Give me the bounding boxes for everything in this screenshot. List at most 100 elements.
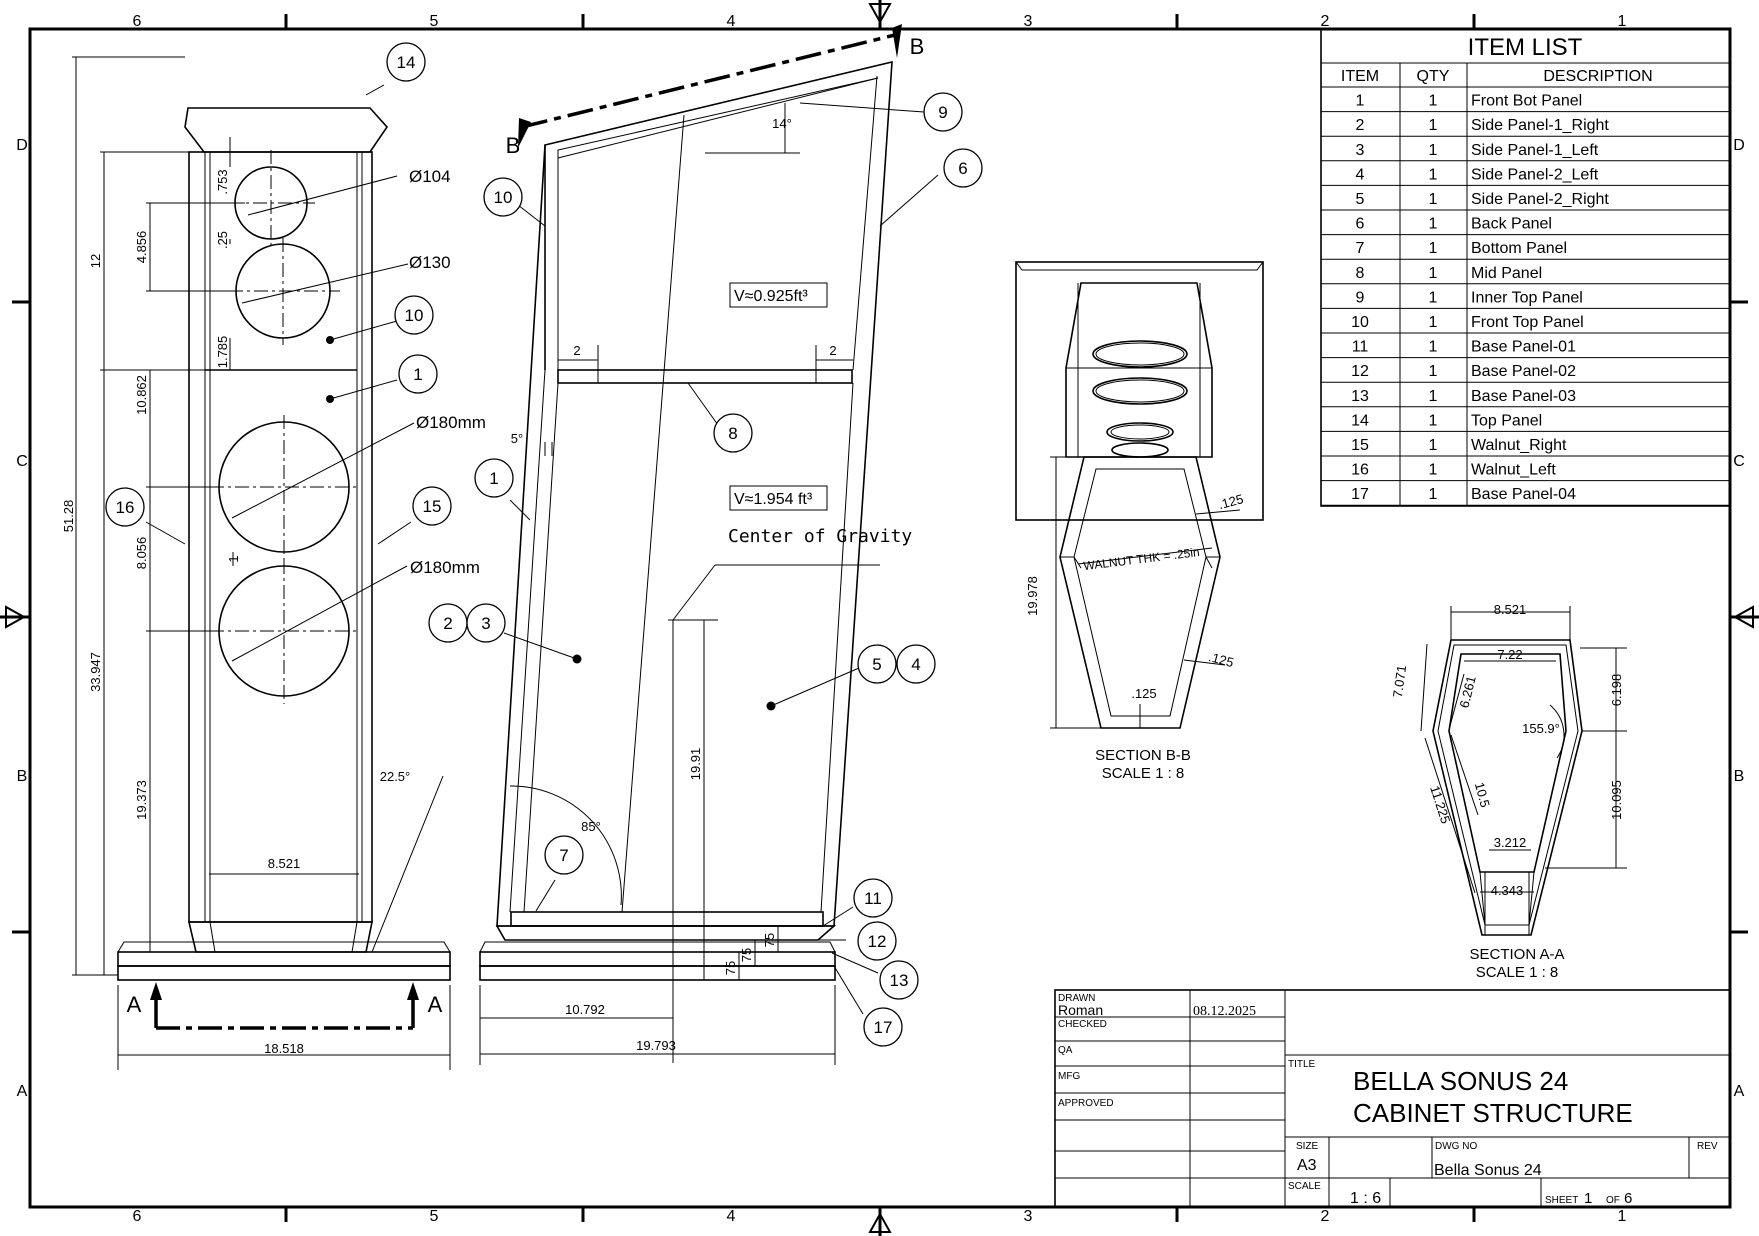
dim-overall-height: 51.28 (61, 500, 76, 533)
item-number: 14 (1351, 412, 1369, 429)
dim-diameter: Ø180mm (410, 558, 480, 577)
zone-col-label: 4 (727, 1208, 736, 1225)
item-qty: 1 (1429, 265, 1438, 282)
center-of-gravity-label: Center of Gravity (728, 526, 912, 547)
tb-label: MFG (1058, 1071, 1080, 1082)
item-qty: 1 (1429, 117, 1438, 134)
volume-upper: V≈0.925ft³ (734, 288, 808, 305)
tb-label: SCALE (1288, 1181, 1321, 1192)
item-description: Base Panel-03 (1471, 388, 1576, 405)
dim-woofer-gap: 1 (226, 555, 241, 562)
balloon: 14 (397, 53, 416, 72)
balloon: 10 (405, 306, 424, 325)
sheet-size: A3 (1297, 1157, 1317, 1174)
item-qty: 1 (1429, 363, 1438, 380)
bottom-panel (510, 911, 824, 927)
zone-col-label: 1 (1618, 13, 1627, 30)
top-panel-cap (184, 107, 389, 153)
balloon: 1 (413, 365, 422, 384)
item-description: Base Panel-02 (1471, 363, 1576, 380)
item-description: Walnut_Right (1471, 437, 1567, 454)
section-line-bb: B B (506, 24, 925, 158)
dim-tweeter-top: .753 (215, 169, 230, 194)
dim-cog-height: 19.91 (688, 748, 703, 781)
dim-inset: 2 (829, 343, 836, 358)
zone-col-label: 6 (133, 1208, 142, 1225)
item-qty: 1 (1429, 437, 1438, 454)
front-view: Ø104 Ø130 Ø180mm Ø180mm 51.28 12 4.856 1… (61, 56, 486, 1070)
item-number: 8 (1356, 265, 1365, 282)
mid-panel (557, 369, 853, 384)
balloon: 7 (559, 846, 568, 865)
dim-mid-woofer: 10.862 (134, 375, 149, 415)
zone-col-label: 5 (430, 13, 439, 30)
zone-row-label: B (1734, 768, 1745, 785)
balloon: 2 (443, 614, 452, 633)
tb-label: QA (1058, 1045, 1073, 1056)
balloon: 9 (938, 103, 947, 122)
balloon: 4 (911, 655, 920, 674)
item-description: Side Panel-1_Left (1471, 142, 1599, 159)
side-view: B B 2 2 19.91 10.792 19.793 75 75 75 (479, 24, 939, 1065)
tb-label: DWG NO (1435, 1141, 1477, 1152)
balloon: 16 (116, 498, 135, 517)
item-qty: 1 (1429, 142, 1438, 159)
tb-label: APPROVED (1058, 1098, 1114, 1109)
item-qty: 1 (1429, 191, 1438, 208)
base-panel (479, 951, 836, 967)
tb-label: OF (1606, 1195, 1620, 1206)
item-number: 16 (1351, 462, 1369, 479)
dim-side: 6.261 (1456, 674, 1478, 709)
balloon: 1 (489, 469, 498, 488)
title-block: DRAWN CHECKED QA MFG APPROVED TITLE SIZE… (1054, 989, 1731, 1208)
tb-label: SHEET (1545, 1195, 1578, 1206)
dim-side: 10.5 (1472, 781, 1493, 809)
item-qty: 1 (1429, 93, 1438, 110)
dim-upper: 12 (88, 254, 103, 268)
drawing-scale: 1 : 6 (1350, 1190, 1381, 1207)
dim-height-upper: 6.198 (1609, 674, 1624, 707)
tb-label: REV (1697, 1141, 1718, 1152)
tb-label: SIZE (1296, 1141, 1319, 1152)
dim-diameter: Ø104 (409, 167, 451, 186)
section-aa: 8.521 7.22 7.071 6.261 6.198 155.9° 10.5… (1390, 602, 1627, 981)
dim-bottom: 4.343 (1491, 883, 1524, 898)
balloon: 10 (494, 188, 513, 207)
drawing-title-line2: CABINET STRUCTURE (1353, 1098, 1633, 1128)
item-number: 2 (1356, 117, 1365, 134)
item-description: Base Panel-04 (1471, 486, 1576, 503)
zone-col-label: 3 (1024, 1208, 1033, 1225)
border-zone-ticks (12, 14, 1748, 1222)
item-description: Back Panel (1471, 216, 1552, 233)
item-description: Bottom Panel (1471, 240, 1567, 257)
item-qty: 1 (1429, 314, 1438, 331)
item-description: Side Panel-1_Right (1471, 117, 1609, 134)
balloon: 11 (864, 889, 882, 908)
drawn-date: 08.12.2025 (1193, 1004, 1256, 1019)
section-scale: SCALE 1 : 8 (1102, 765, 1185, 782)
tb-label: DRAWN (1058, 993, 1095, 1004)
item-description: Mid Panel (1471, 265, 1542, 282)
item-number: 17 (1351, 486, 1369, 503)
dim-side: 11.225 (1427, 784, 1453, 826)
item-qty: 1 (1429, 216, 1438, 233)
zone-row-label: A (17, 1083, 28, 1100)
dim-woofer-spacing: 8.056 (134, 537, 149, 570)
section-marker: B (910, 34, 925, 59)
col-header: QTY (1417, 68, 1450, 85)
dim-thickness: .125 (1217, 491, 1245, 512)
section-bb: 19.978 .125 .125 .125 WALNUT THK = .25in… (1015, 261, 1264, 782)
dim-base-thk: 75 (739, 948, 754, 962)
item-balloons: 14 10 1 16 15 9 6 10 8 1 2 3 5 4 7 11 12… (105, 42, 983, 1047)
dim-width: 8.521 (1494, 602, 1527, 617)
dim-inner-width: 8.521 (268, 856, 301, 871)
drawing-title-line1: BELLA SONUS 24 (1353, 1066, 1568, 1096)
dim-bevel-angle: 22.5° (380, 769, 411, 784)
base-plinth (117, 951, 451, 967)
item-description: Top Panel (1471, 412, 1542, 429)
item-description: Walnut_Left (1471, 462, 1556, 479)
section-label: SECTION A-A (1469, 946, 1564, 963)
item-number: 6 (1356, 216, 1365, 233)
dim-mid-offset: 1.785 (215, 336, 230, 369)
